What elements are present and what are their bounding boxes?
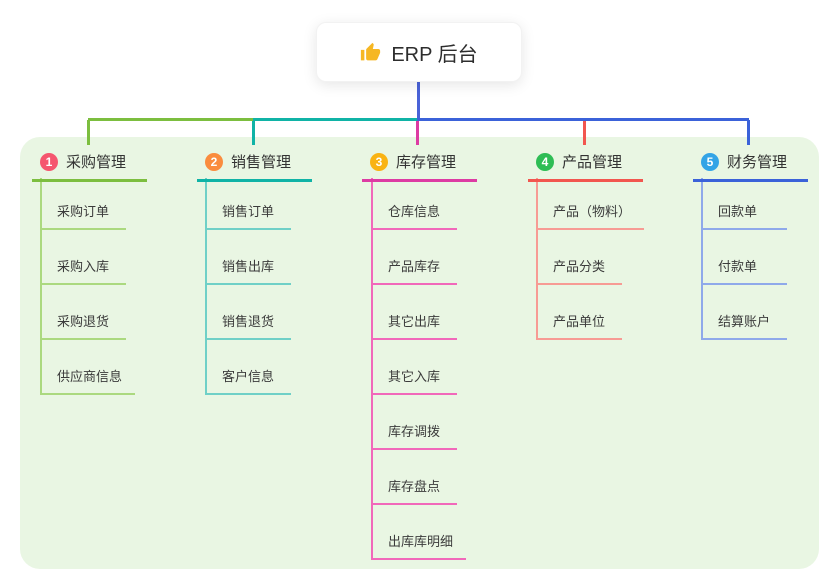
branch-number-badge: 5	[701, 152, 719, 171]
connector-finance-horizontal	[417, 118, 749, 121]
branch-children-line	[205, 178, 207, 395]
child-node[interactable]: 回款单	[701, 202, 787, 230]
child-node[interactable]: 产品库存	[371, 257, 457, 285]
child-node[interactable]: 库存调拨	[371, 422, 457, 450]
child-node[interactable]: 采购订单	[40, 202, 126, 230]
connector-sales-horizontal	[253, 118, 418, 121]
branch-label: 采购管理	[66, 154, 127, 171]
branch-number-badge: 4	[536, 152, 554, 171]
branch-children-line	[701, 178, 703, 340]
branch-node-inventory[interactable]: 3 库存管理	[362, 147, 477, 182]
connector-inventory-drop	[416, 120, 419, 145]
branch-children-line	[40, 178, 42, 395]
child-node[interactable]: 客户信息	[205, 367, 291, 395]
connector-finance-drop	[747, 120, 750, 145]
branch-children-line	[371, 178, 373, 560]
child-node[interactable]: 付款单	[701, 257, 787, 285]
thumbs-up-icon	[360, 42, 381, 63]
branch-label: 财务管理	[727, 154, 788, 171]
branch-children-line	[536, 178, 538, 340]
child-node[interactable]: 采购退货	[40, 312, 126, 340]
branch-number-badge: 3	[370, 152, 388, 171]
child-node[interactable]: 销售退货	[205, 312, 291, 340]
child-node[interactable]: 其它入库	[371, 367, 457, 395]
branch-number-badge: 2	[205, 152, 223, 171]
branch-node-sales[interactable]: 2 销售管理	[197, 147, 312, 182]
branch-node-purchase[interactable]: 1 采购管理	[32, 147, 147, 182]
connector-sales-drop	[252, 120, 255, 145]
root-node[interactable]: ERP 后台	[316, 22, 522, 82]
child-node[interactable]: 产品（物料）	[536, 202, 645, 230]
connector-purchase-drop	[87, 120, 90, 145]
connector-root-line	[417, 82, 420, 121]
branch-node-product[interactable]: 4 产品管理	[528, 147, 643, 182]
branch-label: 库存管理	[396, 154, 457, 171]
child-node[interactable]: 仓库信息	[371, 202, 457, 230]
branch-number-badge: 1	[40, 152, 58, 171]
root-label: ERP 后台	[391, 43, 478, 66]
child-node[interactable]: 销售出库	[205, 257, 291, 285]
child-node[interactable]: 销售订单	[205, 202, 291, 230]
branch-label: 销售管理	[231, 154, 292, 171]
child-node[interactable]: 其它出库	[371, 312, 457, 340]
connector-product-drop	[583, 120, 586, 145]
child-node[interactable]: 产品单位	[536, 312, 622, 340]
child-node[interactable]: 出库库明细	[371, 532, 467, 560]
branch-label: 产品管理	[562, 154, 623, 171]
connector-purchase-horizontal	[88, 118, 254, 121]
child-node[interactable]: 供应商信息	[40, 367, 136, 395]
child-node[interactable]: 库存盘点	[371, 477, 457, 505]
branch-node-finance[interactable]: 5 财务管理	[693, 147, 808, 182]
child-node[interactable]: 采购入库	[40, 257, 126, 285]
child-node[interactable]: 产品分类	[536, 257, 622, 285]
map-background	[20, 137, 819, 569]
child-node[interactable]: 结算账户	[701, 312, 787, 340]
